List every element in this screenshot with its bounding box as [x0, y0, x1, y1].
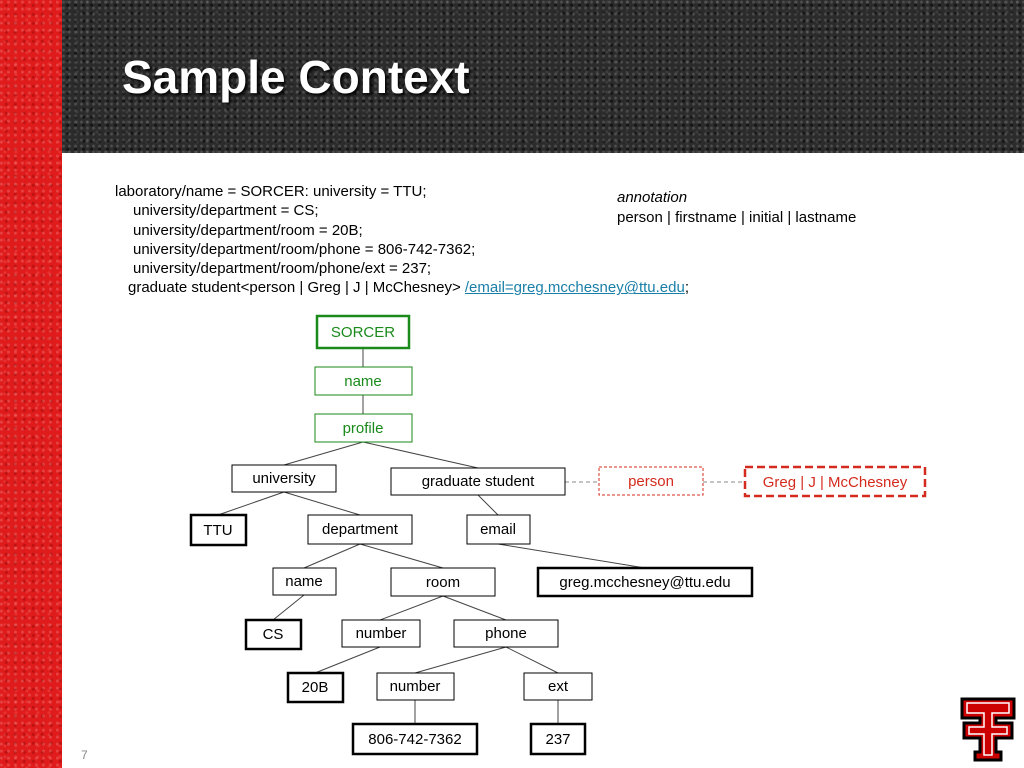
context-line-6: graduate student<person | Greg | J | McC…	[115, 278, 689, 297]
node-department: department	[307, 514, 413, 545]
edge-profile-graduate-student	[362, 441, 479, 469]
node-phone: phone	[453, 619, 559, 648]
edge-profile-university	[283, 441, 364, 466]
node-room-number-label: number	[356, 625, 407, 642]
node-university: university	[231, 464, 337, 493]
double-t-logo-icon	[960, 697, 1016, 762]
edge-email-value	[497, 543, 646, 569]
node-sorcer-label: SORCER	[331, 324, 395, 341]
edge-name-cs	[272, 594, 305, 621]
node-ttu: TTU	[189, 513, 248, 547]
node-email-value-label: greg.mcchesney@ttu.edu	[559, 574, 730, 591]
node-person: person	[598, 466, 704, 496]
node-cs: CS	[244, 618, 303, 651]
node-name-top-label: name	[344, 373, 382, 390]
node-email-value: greg.mcchesney@ttu.edu	[536, 566, 754, 598]
node-phone-number-label: number	[390, 678, 441, 695]
node-room-number: number	[341, 619, 421, 648]
node-department-label: department	[322, 521, 399, 538]
annotation-title: annotation	[617, 189, 688, 206]
node-graduate-student-label: graduate student	[422, 473, 535, 490]
node-ttu-label: TTU	[203, 522, 232, 539]
node-university-label: university	[252, 470, 316, 487]
context-line-1: laboratory/name = SORCER: university = T…	[115, 183, 427, 200]
node-ext-value: 237	[529, 722, 587, 756]
edge-graduate-email	[477, 494, 499, 516]
node-dept-name-label: name	[285, 573, 323, 590]
slide-title: Sample Context	[122, 51, 470, 103]
header-banner	[62, 0, 1024, 153]
edge-number-20b	[314, 646, 381, 674]
edge-department-name	[303, 543, 361, 569]
context-text-block: laboratory/name = SORCER: university = T…	[115, 182, 689, 298]
node-20b-label: 20B	[302, 679, 329, 696]
context-line-3: university/department/room = 20B;	[133, 221, 363, 239]
node-phone-value: 806-742-7362	[351, 722, 479, 756]
edge-room-number	[379, 595, 444, 621]
node-room-label: room	[426, 574, 460, 591]
context-line-5: university/department/room/phone/ext = 2…	[133, 260, 432, 278]
tree-edges	[217, 348, 646, 724]
node-sorcer: SORCER	[315, 314, 411, 350]
node-room: room	[390, 567, 496, 597]
edge-phone-ext	[505, 646, 559, 674]
node-phone-label: phone	[485, 625, 527, 642]
node-profile-label: profile	[343, 420, 384, 437]
edge-university-ttu	[217, 491, 285, 516]
node-graduate-student: graduate student	[390, 467, 566, 496]
edge-phone-number	[414, 646, 507, 674]
email-link[interactable]: /email=greg.mcchesney@ttu.edu	[464, 279, 685, 297]
annotation-block: annotation person | firstname | initial …	[617, 188, 856, 228]
node-email: email	[466, 514, 531, 545]
context-line-6-suffix: ;	[684, 279, 689, 297]
annotation-fields: person | firstname | initial | lastname	[617, 209, 857, 226]
context-line-4: university/department/room/phone = 806-7…	[133, 240, 476, 258]
edge-university-department	[283, 491, 361, 516]
edge-department-room	[359, 543, 444, 569]
context-line-6-prefix: graduate student<person | Greg | J | McC…	[128, 279, 461, 297]
node-phone-number: number	[376, 672, 455, 701]
node-name-top: name	[314, 366, 413, 396]
edge-room-phone	[442, 595, 507, 621]
node-dept-name: name	[272, 567, 337, 596]
page-number: 7	[81, 748, 88, 762]
node-ext-label: ext	[548, 678, 569, 695]
node-cs-label: CS	[263, 626, 284, 643]
node-20b: 20B	[286, 671, 345, 704]
node-person-label: person	[628, 473, 674, 490]
node-ext-value-label: 237	[545, 731, 570, 748]
node-phone-value-label: 806-742-7362	[368, 731, 461, 748]
node-ext: ext	[523, 672, 593, 701]
context-line-2: university/department = CS;	[133, 202, 319, 220]
node-greg: Greg | J | McChesney	[743, 465, 927, 498]
node-greg-label: Greg | J | McChesney	[763, 474, 908, 491]
node-profile: profile	[314, 413, 413, 443]
left-decorative-bar	[0, 0, 62, 768]
node-email-label: email	[480, 521, 516, 538]
